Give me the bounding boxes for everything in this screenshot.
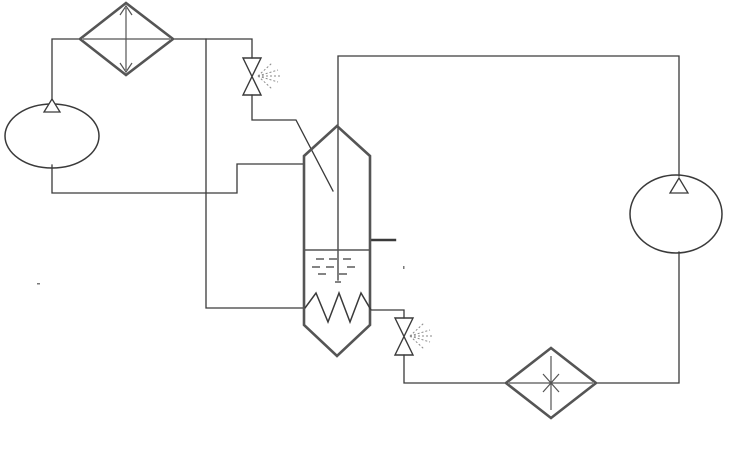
heat-exchanger-icon (77, 1, 176, 77)
pipe-left-compressor-to-exchanger (51, 38, 81, 108)
double-arrow-icon (83, 4, 170, 74)
pipe-trunk-to-coil (205, 38, 306, 309)
scan-specks (37, 266, 405, 285)
pipe-vessel-to-right-compressor (337, 55, 680, 281)
compressor-triangle-icon (668, 176, 690, 194)
compressor-triangle-icon (42, 97, 62, 113)
pipe-right-compressor-to-exchanger (595, 251, 680, 384)
right-compressor (629, 174, 723, 254)
liquid-dashes (312, 258, 355, 283)
right-heat-exchanger (503, 346, 599, 420)
lower-expansion-valve (393, 317, 432, 356)
piping (51, 38, 680, 384)
pipe-upper-valve-to-vessel (251, 94, 334, 192)
left-compressor (4, 97, 100, 169)
expansion-valve-icon (393, 317, 415, 356)
vessel-icon (302, 124, 372, 358)
heat-exchanger-icon (503, 346, 599, 420)
cross-arrow-icon (509, 356, 593, 410)
pipe-right-exchanger-to-lower-valve (403, 354, 507, 384)
left-heat-exchanger (77, 1, 176, 77)
expansion-valve-icon (241, 57, 263, 96)
speck (403, 266, 405, 269)
cascade-vessel (302, 124, 372, 358)
compressor-icon (629, 174, 723, 254)
speck (37, 283, 40, 285)
heating-coil-icon (304, 290, 372, 325)
pipe-vessel-to-left-compressor (51, 163, 304, 194)
pipe-exchanger-to-upper-valve (172, 38, 253, 59)
pipe-lower-valve-to-vessel (370, 309, 405, 319)
upper-expansion-valve (241, 57, 280, 96)
